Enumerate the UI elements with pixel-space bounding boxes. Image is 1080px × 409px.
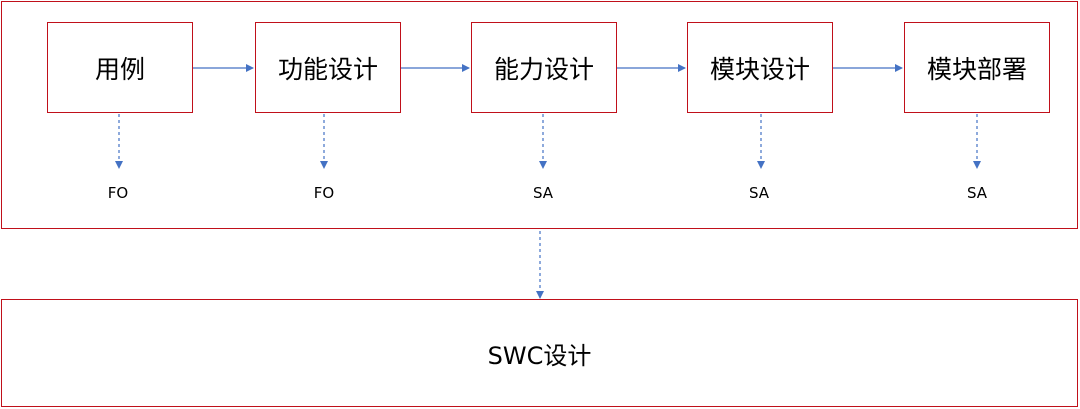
step-module-deployment-label: 模块部署	[926, 54, 1027, 84]
step-function-design-label: 功能设计	[277, 54, 378, 84]
step-module-design-label: 模块设计	[709, 54, 810, 84]
step-capability-design: 能力设计	[471, 22, 617, 113]
step-capability-design-label: 能力设计	[493, 54, 594, 84]
step-use-case: 用例	[47, 22, 193, 113]
output-label-module-deployment: SA	[966, 184, 988, 202]
step-module-design: 模块设计	[687, 22, 833, 113]
swc-design-label: SWC设计	[487, 341, 592, 370]
output-label-use-case: FO	[107, 184, 129, 202]
step-module-deployment: 模块部署	[904, 22, 1050, 113]
output-label-function-design: FO	[313, 184, 335, 202]
output-label-module-design: SA	[748, 184, 770, 202]
output-label-capability-design: SA	[532, 184, 554, 202]
step-use-case-label: 用例	[94, 54, 145, 84]
step-function-design: 功能设计	[255, 22, 401, 113]
swc-design-frame	[1, 299, 1078, 407]
